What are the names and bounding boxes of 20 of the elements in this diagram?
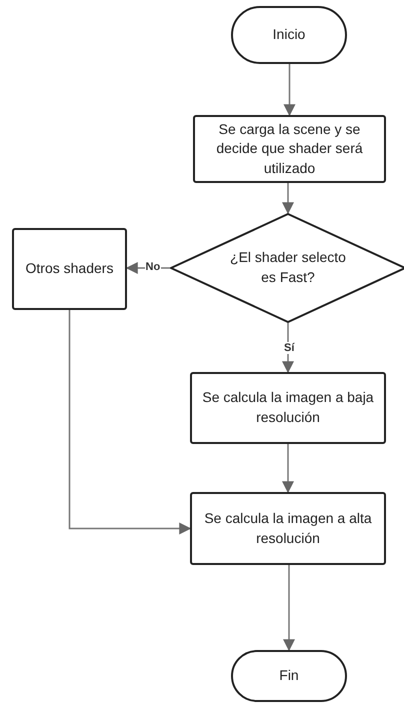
process-box — [190, 372, 386, 444]
process-box — [193, 115, 386, 183]
decision-diamond — [170, 213, 404, 323]
edge-label: Sí — [283, 342, 296, 354]
process-box — [190, 492, 386, 565]
terminal-shape — [231, 650, 347, 702]
arrow — [282, 444, 294, 494]
node-label: Otros shaders — [26, 259, 114, 278]
process-box — [12, 228, 127, 310]
node-label: Se calcula la imagen a baja resolución — [202, 388, 374, 427]
arrow — [284, 64, 296, 116]
node-label: Inicio — [272, 25, 306, 44]
arrow — [282, 183, 294, 214]
node-label: ¿El shader selecto es Fast? — [229, 248, 347, 287]
node-label: Se carga la scene y se decide que shader será utilizado — [215, 120, 364, 178]
edge-label: No — [144, 261, 162, 274]
arrow — [283, 565, 295, 652]
node-label: Se calcula la imagen a alta resolución — [203, 508, 373, 548]
node-label: Fin — [279, 666, 299, 686]
arrow — [68, 310, 192, 534]
